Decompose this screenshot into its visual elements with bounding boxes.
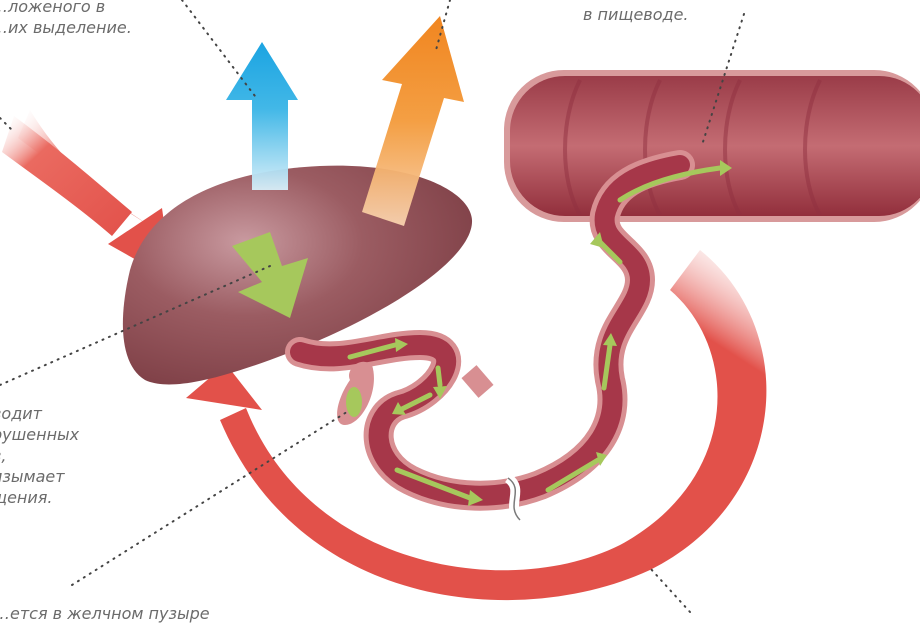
- colon: [504, 70, 920, 222]
- caption-top-left: …ложеного в …их выделение.: [0, 0, 132, 38]
- blue-excretion-arrow: [226, 42, 298, 190]
- duodenum-stub: [470, 375, 485, 388]
- caption-top-right: в пищеводе.: [583, 4, 689, 25]
- caption-middle-left: водит рушенных в, изымает щения.: [0, 403, 79, 508]
- caption-bottom: …ется в желчном пузыре: [0, 603, 210, 624]
- inflow-arrow-body: [2, 116, 132, 236]
- gallbladder-contents: [346, 387, 362, 417]
